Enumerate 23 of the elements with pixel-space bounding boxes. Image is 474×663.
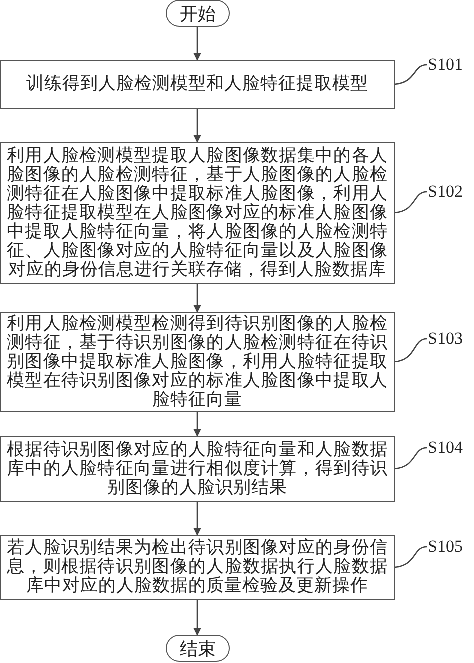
process-box: 训练得到人脸检测模型和人脸特征提取模型: [0, 60, 395, 109]
arrow: [194, 284, 202, 313]
leader-line: [394, 338, 428, 363]
leader-line: [394, 191, 428, 214]
arrow: [194, 412, 202, 437]
leader-line: [394, 64, 428, 86]
step-label: S104: [428, 437, 472, 459]
step-label: S103: [428, 328, 472, 350]
step-label: S101: [428, 54, 472, 76]
process-box: 若人脸识别结果为检出待识别图像对应的身份信息，则根据待识别图像的人脸数据执行人脸数据库中对应的人脸数据的质量检验及更新操作: [0, 535, 395, 600]
arrow: [194, 502, 202, 536]
process-box: 根据待识别图像对应的人脸特征向量和人脸数据库中的人脸特征向量进行相似度计算，得到待识别图像的人脸识别结果: [0, 436, 395, 502]
process-box: 利用人脸检测模型检测得到待识别图像的人脸检测特征，基于待识别图像的人脸检测特征在待识别图像中提取标准人脸图像，利用人脸特征提取模型在待识别图像对应的标准人脸图像中提取人脸特征向量: [0, 312, 395, 412]
arrow: [194, 109, 202, 143]
step-label: S105: [428, 536, 472, 558]
leader-line: [394, 447, 428, 470]
start-terminal: 开始: [166, 0, 230, 27]
leader-line: [394, 546, 428, 568]
process-box: 利用人脸检测模型提取人脸图像数据集中的各人脸图像的人脸检测特征，基于人脸图像的人脸检测特征在人脸图像中提取标准人脸图像，利用人脸特征提取模型在人脸图像对应的标准人脸图像中提取人脸特征向量，将人脸图像的人脸检测特征、人脸图像对应的人脸特征向量以及人脸图像对应的身份信息进行关联存储，得到人脸数据库: [0, 142, 395, 284]
arrow: [194, 600, 202, 636]
arrow: [194, 27, 202, 61]
end-terminal: 结束: [166, 635, 230, 662]
step-label: S102: [428, 181, 472, 203]
